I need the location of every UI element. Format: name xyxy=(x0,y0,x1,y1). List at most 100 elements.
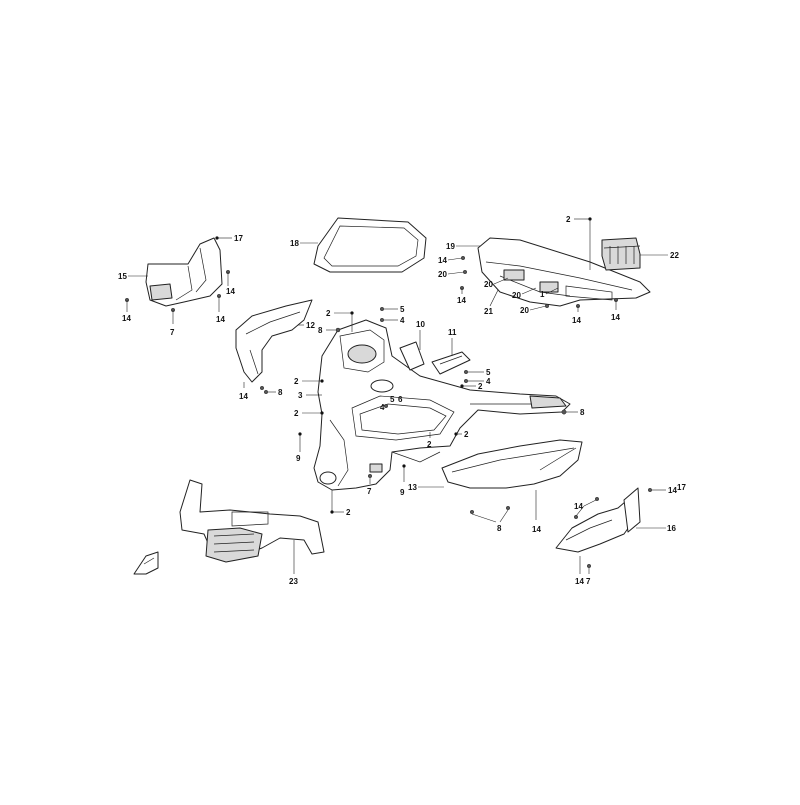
callout-8-top: 8 xyxy=(318,326,341,335)
svg-text:14: 14 xyxy=(572,316,581,325)
part-19-rear-cover xyxy=(477,237,651,307)
svg-text:14: 14 xyxy=(668,486,677,495)
svg-text:11: 11 xyxy=(448,328,457,337)
part-15-left-guard xyxy=(145,237,223,307)
svg-text:14: 14 xyxy=(122,314,131,323)
svg-text:15: 15 xyxy=(118,272,127,281)
svg-text:7: 7 xyxy=(586,577,591,586)
svg-text:2: 2 xyxy=(294,409,299,418)
callout-14-left-a: 14 xyxy=(225,270,235,296)
main-body-frame xyxy=(313,319,571,491)
part-12-left-fender xyxy=(235,299,313,383)
svg-text:2: 2 xyxy=(294,377,299,386)
callout-2-rear: 2 xyxy=(566,215,592,270)
callout-14-guard-right-b: 14 xyxy=(574,497,600,520)
svg-text:5: 5 xyxy=(390,395,395,404)
svg-text:1: 1 xyxy=(540,290,545,299)
svg-text:21: 21 xyxy=(484,307,493,316)
svg-text:14: 14 xyxy=(226,287,235,296)
callout-20-b: 20 xyxy=(484,277,509,289)
callout-14-rear-d: 14 xyxy=(611,298,620,322)
svg-text:9: 9 xyxy=(400,488,405,497)
callout-17-left: 17 xyxy=(215,234,243,243)
callout-8-bottom: 8 xyxy=(470,506,511,533)
callout-9-left: 9 xyxy=(296,432,302,463)
svg-text:6: 6 xyxy=(398,395,403,404)
svg-text:14: 14 xyxy=(438,256,447,265)
part-23-storage-box xyxy=(179,479,325,563)
front-direction-arrow-icon xyxy=(133,551,159,575)
part-18-panel xyxy=(313,217,427,273)
callout-7-center: 7 xyxy=(367,474,373,496)
callout-14-rear-a: 14 xyxy=(438,256,466,265)
callout-14-left-c: 14 xyxy=(122,298,131,323)
svg-text:17: 17 xyxy=(234,234,243,243)
callout-20-d: 20 xyxy=(520,304,550,315)
callout-5-mid: 5 xyxy=(464,368,491,377)
svg-text:14: 14 xyxy=(239,392,248,401)
callout-7-guard-right: 7 xyxy=(586,564,592,586)
callout-20-a: 20 xyxy=(438,270,468,279)
svg-text:2: 2 xyxy=(427,440,432,449)
part-16-right-guard xyxy=(555,487,641,553)
callout-2-mid-right: 2 xyxy=(460,382,483,391)
svg-text:14: 14 xyxy=(532,525,541,534)
svg-text:17: 17 xyxy=(677,483,686,492)
svg-text:14: 14 xyxy=(611,313,620,322)
callout-14-guard-right-a: 14 xyxy=(648,486,677,495)
callout-5-top: 5 xyxy=(380,305,405,314)
callout-20-c: 20 xyxy=(512,287,537,300)
callout-14-guard-right-c: 14 xyxy=(575,556,584,586)
part-22-grille xyxy=(601,237,641,271)
callout-12: 12 xyxy=(298,321,315,330)
callout-10: 10 xyxy=(416,320,425,350)
svg-text:19: 19 xyxy=(446,242,455,251)
svg-text:3: 3 xyxy=(298,391,303,400)
svg-text:14: 14 xyxy=(575,577,584,586)
callout-8-right: 8 xyxy=(561,408,585,417)
callout-14-fender-right: 14 xyxy=(532,490,541,534)
svg-text:20: 20 xyxy=(512,291,521,300)
callout-13: 13 xyxy=(408,483,444,492)
svg-text:9: 9 xyxy=(296,454,301,463)
callout-22: 22 xyxy=(640,251,679,260)
svg-text:4: 4 xyxy=(380,403,385,412)
part-11-cover xyxy=(431,351,471,375)
svg-text:8: 8 xyxy=(580,408,585,417)
callout-19: 19 xyxy=(446,242,480,251)
callout-23: 23 xyxy=(289,540,298,586)
callout-14-left-b: 14 xyxy=(216,294,225,324)
callout-4-mid: 4 xyxy=(464,377,491,386)
callout-2-bottom: 2 xyxy=(330,490,351,517)
callout-17-right: 17 xyxy=(677,483,686,492)
callout-14-rear-c: 14 xyxy=(572,304,581,325)
svg-text:2: 2 xyxy=(478,382,483,391)
callout-7-left: 7 xyxy=(170,308,175,337)
svg-text:14: 14 xyxy=(216,315,225,324)
callout-2-left-b: 2 xyxy=(294,409,324,418)
svg-text:14: 14 xyxy=(574,502,583,511)
svg-text:4: 4 xyxy=(486,377,491,386)
svg-text:8: 8 xyxy=(278,388,283,397)
svg-text:5: 5 xyxy=(400,305,405,314)
svg-text:7: 7 xyxy=(170,328,175,337)
callout-4-inner: 4 xyxy=(380,403,389,412)
svg-text:8: 8 xyxy=(497,524,502,533)
callout-3: 3 xyxy=(298,391,322,400)
callout-14-rear-b: 14 xyxy=(457,286,466,305)
svg-text:20: 20 xyxy=(484,280,493,289)
callout-16: 16 xyxy=(636,524,676,533)
svg-text:20: 20 xyxy=(520,306,529,315)
svg-text:7: 7 xyxy=(367,487,372,496)
callout-1: 1 xyxy=(540,287,559,299)
svg-text:13: 13 xyxy=(408,483,417,492)
svg-text:12: 12 xyxy=(306,321,315,330)
svg-text:10: 10 xyxy=(416,320,425,329)
callout-14-fender-left: 14 xyxy=(239,382,248,401)
part-13-right-fender xyxy=(441,439,583,489)
callout-5-inner: 5 xyxy=(390,395,395,404)
callout-18: 18 xyxy=(290,239,318,248)
svg-text:16: 16 xyxy=(667,524,676,533)
svg-text:20: 20 xyxy=(438,270,447,279)
